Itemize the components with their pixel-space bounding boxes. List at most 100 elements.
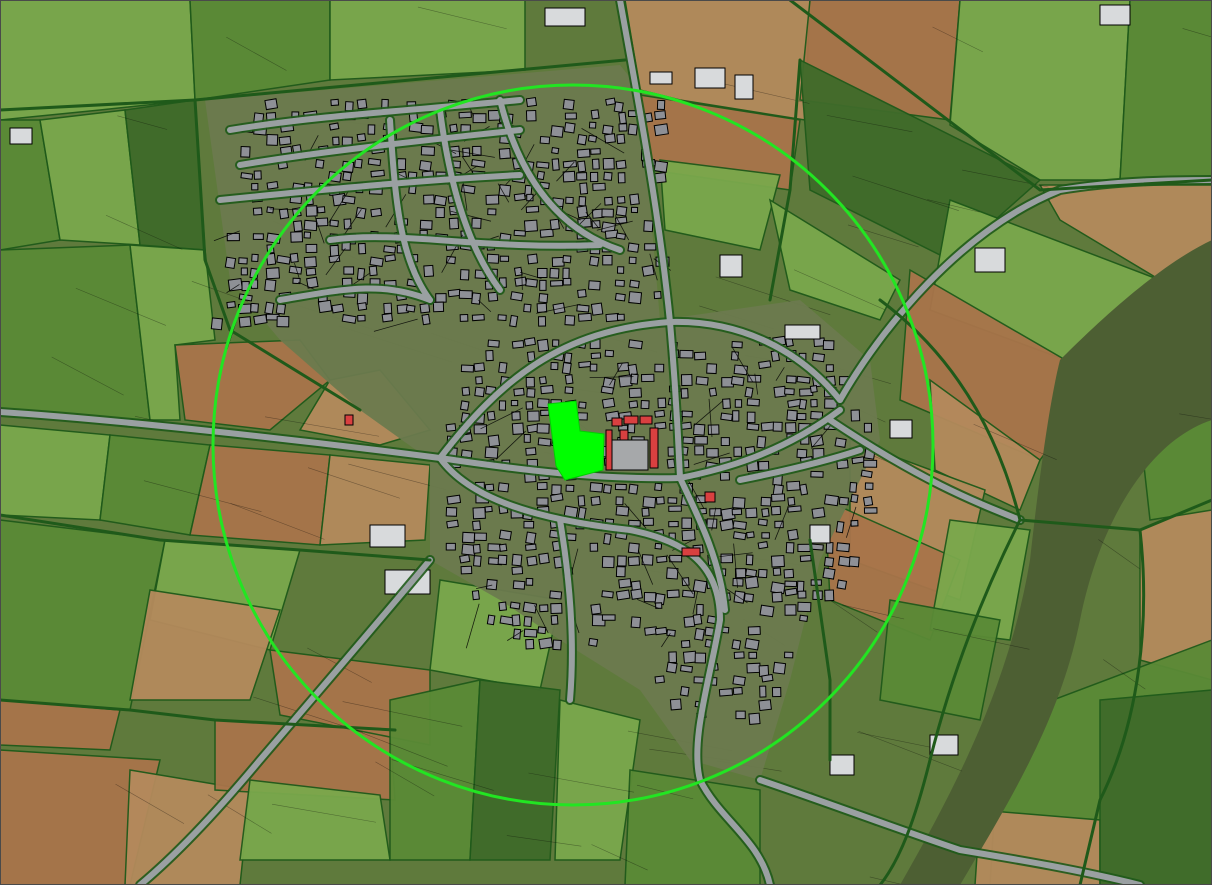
building-footprint bbox=[732, 410, 740, 422]
building-footprint bbox=[577, 312, 593, 322]
building-footprint bbox=[536, 338, 550, 352]
buffer-circle[interactable] bbox=[211, 83, 935, 807]
building-footprint bbox=[614, 279, 625, 287]
building-footprint bbox=[628, 256, 637, 265]
building-footprint bbox=[540, 409, 550, 417]
building-footprint bbox=[251, 253, 259, 263]
building-footprint bbox=[539, 228, 554, 238]
road-surface[interactable] bbox=[0, 409, 683, 482]
building-footprint bbox=[527, 410, 540, 422]
parcel-boundary bbox=[269, 208, 299, 211]
building-footprint bbox=[836, 542, 851, 553]
building-footprint bbox=[278, 208, 290, 220]
parcel-boundary bbox=[637, 550, 654, 585]
parcel-boundary bbox=[465, 603, 480, 649]
building-footprint bbox=[514, 276, 527, 287]
building-footprint bbox=[306, 276, 319, 289]
selected-parcel[interactable] bbox=[547, 400, 605, 481]
building-footprint bbox=[784, 651, 794, 659]
road-surface[interactable] bbox=[437, 107, 503, 293]
building-footprint bbox=[383, 302, 393, 315]
highlighted-courtyard[interactable] bbox=[611, 439, 649, 471]
building-footprint bbox=[562, 255, 572, 264]
highlighted-building[interactable] bbox=[681, 547, 701, 557]
highlighted-building[interactable] bbox=[344, 414, 354, 426]
highlighted-building[interactable] bbox=[649, 427, 659, 469]
highlighted-building[interactable] bbox=[611, 417, 623, 427]
building-footprint bbox=[744, 638, 760, 651]
road-surface[interactable] bbox=[237, 127, 523, 168]
building-footprint bbox=[615, 566, 626, 578]
parcel-boundary bbox=[328, 187, 352, 223]
highlighted-building[interactable] bbox=[605, 429, 613, 471]
road-surface[interactable] bbox=[617, 0, 683, 481]
building-footprint bbox=[367, 157, 382, 167]
highlighted-building[interactable] bbox=[639, 415, 653, 425]
field-furrow bbox=[417, 6, 507, 30]
building-footprint bbox=[486, 614, 496, 626]
building-footprint bbox=[732, 496, 746, 509]
road-surface[interactable] bbox=[677, 475, 728, 613]
road-surface[interactable] bbox=[837, 177, 1212, 403]
building-footprint bbox=[329, 219, 339, 228]
building-footprint bbox=[774, 520, 784, 529]
road-surface[interactable] bbox=[677, 407, 843, 481]
building-footprint bbox=[512, 580, 526, 590]
building-footprint bbox=[653, 290, 662, 300]
building-footprint bbox=[305, 243, 318, 254]
road-surface[interactable] bbox=[557, 517, 575, 703]
building-footprint bbox=[760, 421, 775, 432]
building-footprint bbox=[525, 638, 535, 650]
road-surface[interactable] bbox=[497, 97, 623, 253]
building-footprint bbox=[696, 604, 704, 616]
building-footprint bbox=[590, 352, 602, 360]
field-furrow bbox=[1182, 28, 1212, 38]
building-footprint bbox=[315, 217, 329, 227]
building-footprint bbox=[275, 303, 287, 315]
farm-building bbox=[544, 7, 586, 27]
building-footprint bbox=[224, 256, 237, 270]
parcel-boundary bbox=[534, 604, 549, 634]
building-footprint bbox=[523, 434, 531, 443]
building-footprint bbox=[692, 423, 706, 436]
highlighted-building[interactable] bbox=[704, 491, 716, 503]
road-surface[interactable] bbox=[277, 285, 433, 303]
parcel-boundary bbox=[692, 591, 698, 615]
building-footprint bbox=[303, 256, 317, 268]
building-footprint bbox=[509, 314, 519, 328]
road-surface[interactable] bbox=[137, 557, 433, 885]
field-parcel bbox=[129, 589, 281, 701]
parcel-boundary bbox=[724, 587, 748, 604]
building-footprint bbox=[630, 588, 643, 600]
building-footprint bbox=[487, 339, 500, 348]
building-footprint bbox=[423, 264, 435, 278]
building-footprint bbox=[564, 112, 577, 120]
building-footprint bbox=[589, 363, 598, 372]
road-surface[interactable] bbox=[327, 234, 603, 249]
building-footprint bbox=[757, 541, 769, 550]
road-surface[interactable] bbox=[227, 97, 523, 133]
building-footprint bbox=[822, 567, 836, 580]
building-footprint bbox=[252, 207, 263, 216]
building-footprint bbox=[550, 125, 564, 138]
road-surface[interactable] bbox=[437, 455, 773, 885]
building-footprint bbox=[812, 352, 826, 363]
building-footprint bbox=[615, 232, 627, 240]
building-footprint bbox=[748, 712, 761, 725]
highlighted-buildings-layer[interactable] bbox=[344, 414, 716, 557]
settlement-area-layer bbox=[205, 65, 880, 780]
building-footprint bbox=[537, 626, 547, 635]
building-footprint bbox=[210, 317, 224, 331]
building-footprint bbox=[538, 552, 550, 565]
road-surface[interactable] bbox=[827, 417, 1023, 523]
road-surface[interactable] bbox=[387, 117, 433, 303]
highlighted-building[interactable] bbox=[623, 415, 639, 425]
building-footprint bbox=[850, 409, 861, 422]
building-footprint bbox=[614, 292, 626, 302]
field-furrow bbox=[75, 287, 166, 326]
road-surface[interactable] bbox=[737, 447, 863, 483]
road-surface[interactable] bbox=[217, 172, 523, 203]
field-furrow bbox=[272, 803, 377, 823]
